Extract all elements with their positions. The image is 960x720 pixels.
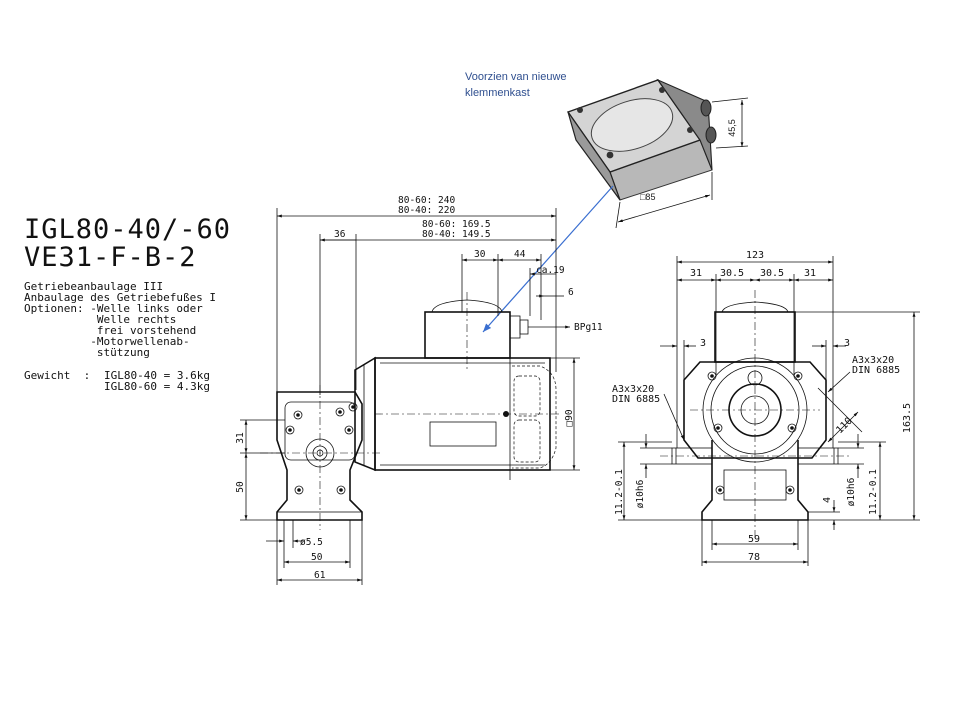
dim-ca19: ca.19 xyxy=(536,265,565,276)
dim-phi10-right: ø10h6 xyxy=(846,477,857,506)
dim-240: 80-60: 240 xyxy=(398,195,455,206)
dim-30: 30 xyxy=(474,249,486,260)
dim-36: 36 xyxy=(334,229,346,240)
dim-149-5: 80-40: 149.5 xyxy=(422,229,491,240)
dim-50-vertical: 50 xyxy=(235,481,246,493)
key-label-left-2: DIN 6885 xyxy=(612,394,660,405)
dim-44: 44 xyxy=(514,249,526,260)
dim-59: 59 xyxy=(748,534,760,545)
front-view: 123 31 30.5 30.5 31 3 3 A3x3x20 DIN 6885… xyxy=(612,250,920,566)
spec-line-3: Optionen: -Welle links oder xyxy=(24,302,203,315)
annotation-dim-square: □85 xyxy=(640,192,655,202)
dim-4: 4 xyxy=(822,497,833,503)
annotation-line-2: klemmenkast xyxy=(465,87,530,99)
dim-30-5-a: 30.5 xyxy=(720,268,744,279)
spec-line-4: Welle rechts xyxy=(24,313,176,326)
dim-6: 6 xyxy=(568,287,574,298)
title-line-1: IGL80-40/-60 xyxy=(24,214,231,245)
annotation-line-1: Voorzien van nieuwe xyxy=(465,71,567,83)
spec-line-1: Getriebeanbaulage III xyxy=(24,280,163,293)
dim-31-b: 31 xyxy=(804,268,816,279)
title-line-2: VE31-F-B-2 xyxy=(24,242,197,273)
dim-220: 80-40: 220 xyxy=(398,205,455,216)
dim-phi10-left: ø10h6 xyxy=(635,479,646,508)
weight-value-2: IGL80-60 = 4.3kg xyxy=(104,380,210,393)
spec-line-7: stützung xyxy=(24,346,150,359)
dim-50-bottom: 50 xyxy=(311,552,323,563)
dim-sq90: □90 xyxy=(564,409,575,426)
dim-31-side: 31 xyxy=(235,432,246,444)
spec-line-6: -Motorwellenab- xyxy=(24,335,190,348)
annotation-dim-height: 45,5 xyxy=(727,119,737,137)
dim-3-a: 3 xyxy=(700,338,706,349)
dim-31-a: 31 xyxy=(690,268,702,279)
spec-block: Getriebeanbaulage III Anbaulage des Getr… xyxy=(24,280,216,393)
key-label-right-1: A3x3x20 xyxy=(852,355,894,366)
spec-line-5: frei vorstehend xyxy=(24,324,196,337)
dim-169-5: 80-60: 169.5 xyxy=(422,219,491,230)
side-view: 80-60: 240 80-40: 220 80-60: 169.5 80-40… xyxy=(235,195,603,585)
dim-61: 61 xyxy=(314,570,326,581)
dim-78: 78 xyxy=(748,552,760,563)
key-label-right-2: DIN 6885 xyxy=(852,365,900,376)
terminal-box-image xyxy=(566,78,717,201)
dim-30-5-b: 30.5 xyxy=(760,268,784,279)
dim-163-5: 163.5 xyxy=(902,403,913,433)
dim-11-2-left: 11.2-0.1 xyxy=(614,469,625,515)
dim-3-b: 3 xyxy=(844,338,850,349)
dim-hole-dia: ø5.5 xyxy=(300,537,323,548)
terminal-box-annotation: Voorzien van nieuwe klemmenkast 45,5 xyxy=(465,71,749,333)
weight-value-1: IGL80-40 = 3.6kg xyxy=(104,369,210,382)
dim-123: 123 xyxy=(746,250,764,261)
dim-11-2-right: 11.2-0.1 xyxy=(868,469,879,515)
title-block: IGL80-40/-60 VE31-F-B-2 xyxy=(24,214,231,273)
key-label-left-1: A3x3x20 xyxy=(612,384,654,395)
weight-label: Gewicht : xyxy=(24,369,90,382)
label-bpg11: BPg11 xyxy=(574,322,603,333)
spec-line-2: Anbaulage des Getriebefußes I xyxy=(24,291,216,304)
annotation-arrow xyxy=(482,185,614,333)
